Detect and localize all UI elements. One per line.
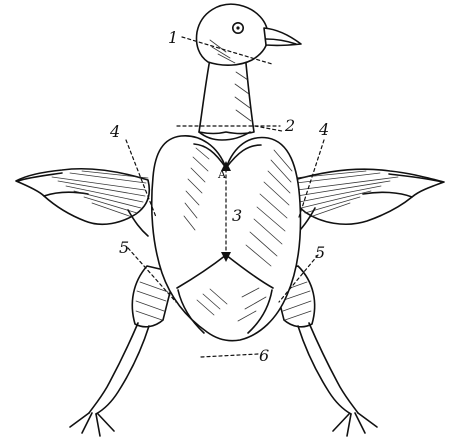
label-2: 2: [284, 116, 295, 135]
label-5-right: 5: [315, 243, 325, 262]
label-4-left: 4: [109, 122, 120, 141]
point-a-label: A: [217, 168, 227, 181]
label-1: 1: [168, 28, 178, 47]
neck: [199, 53, 254, 140]
left-leg: [70, 266, 177, 436]
label-4-right: 4: [318, 120, 329, 139]
line-6: [201, 354, 258, 357]
label-3: 3: [232, 206, 242, 225]
left-wing: [16, 169, 149, 236]
label-6: 6: [259, 346, 269, 365]
head: [196, 4, 301, 65]
line-2b: [255, 126, 282, 131]
right-wing: [292, 169, 444, 236]
label-5-left: 5: [119, 238, 129, 257]
